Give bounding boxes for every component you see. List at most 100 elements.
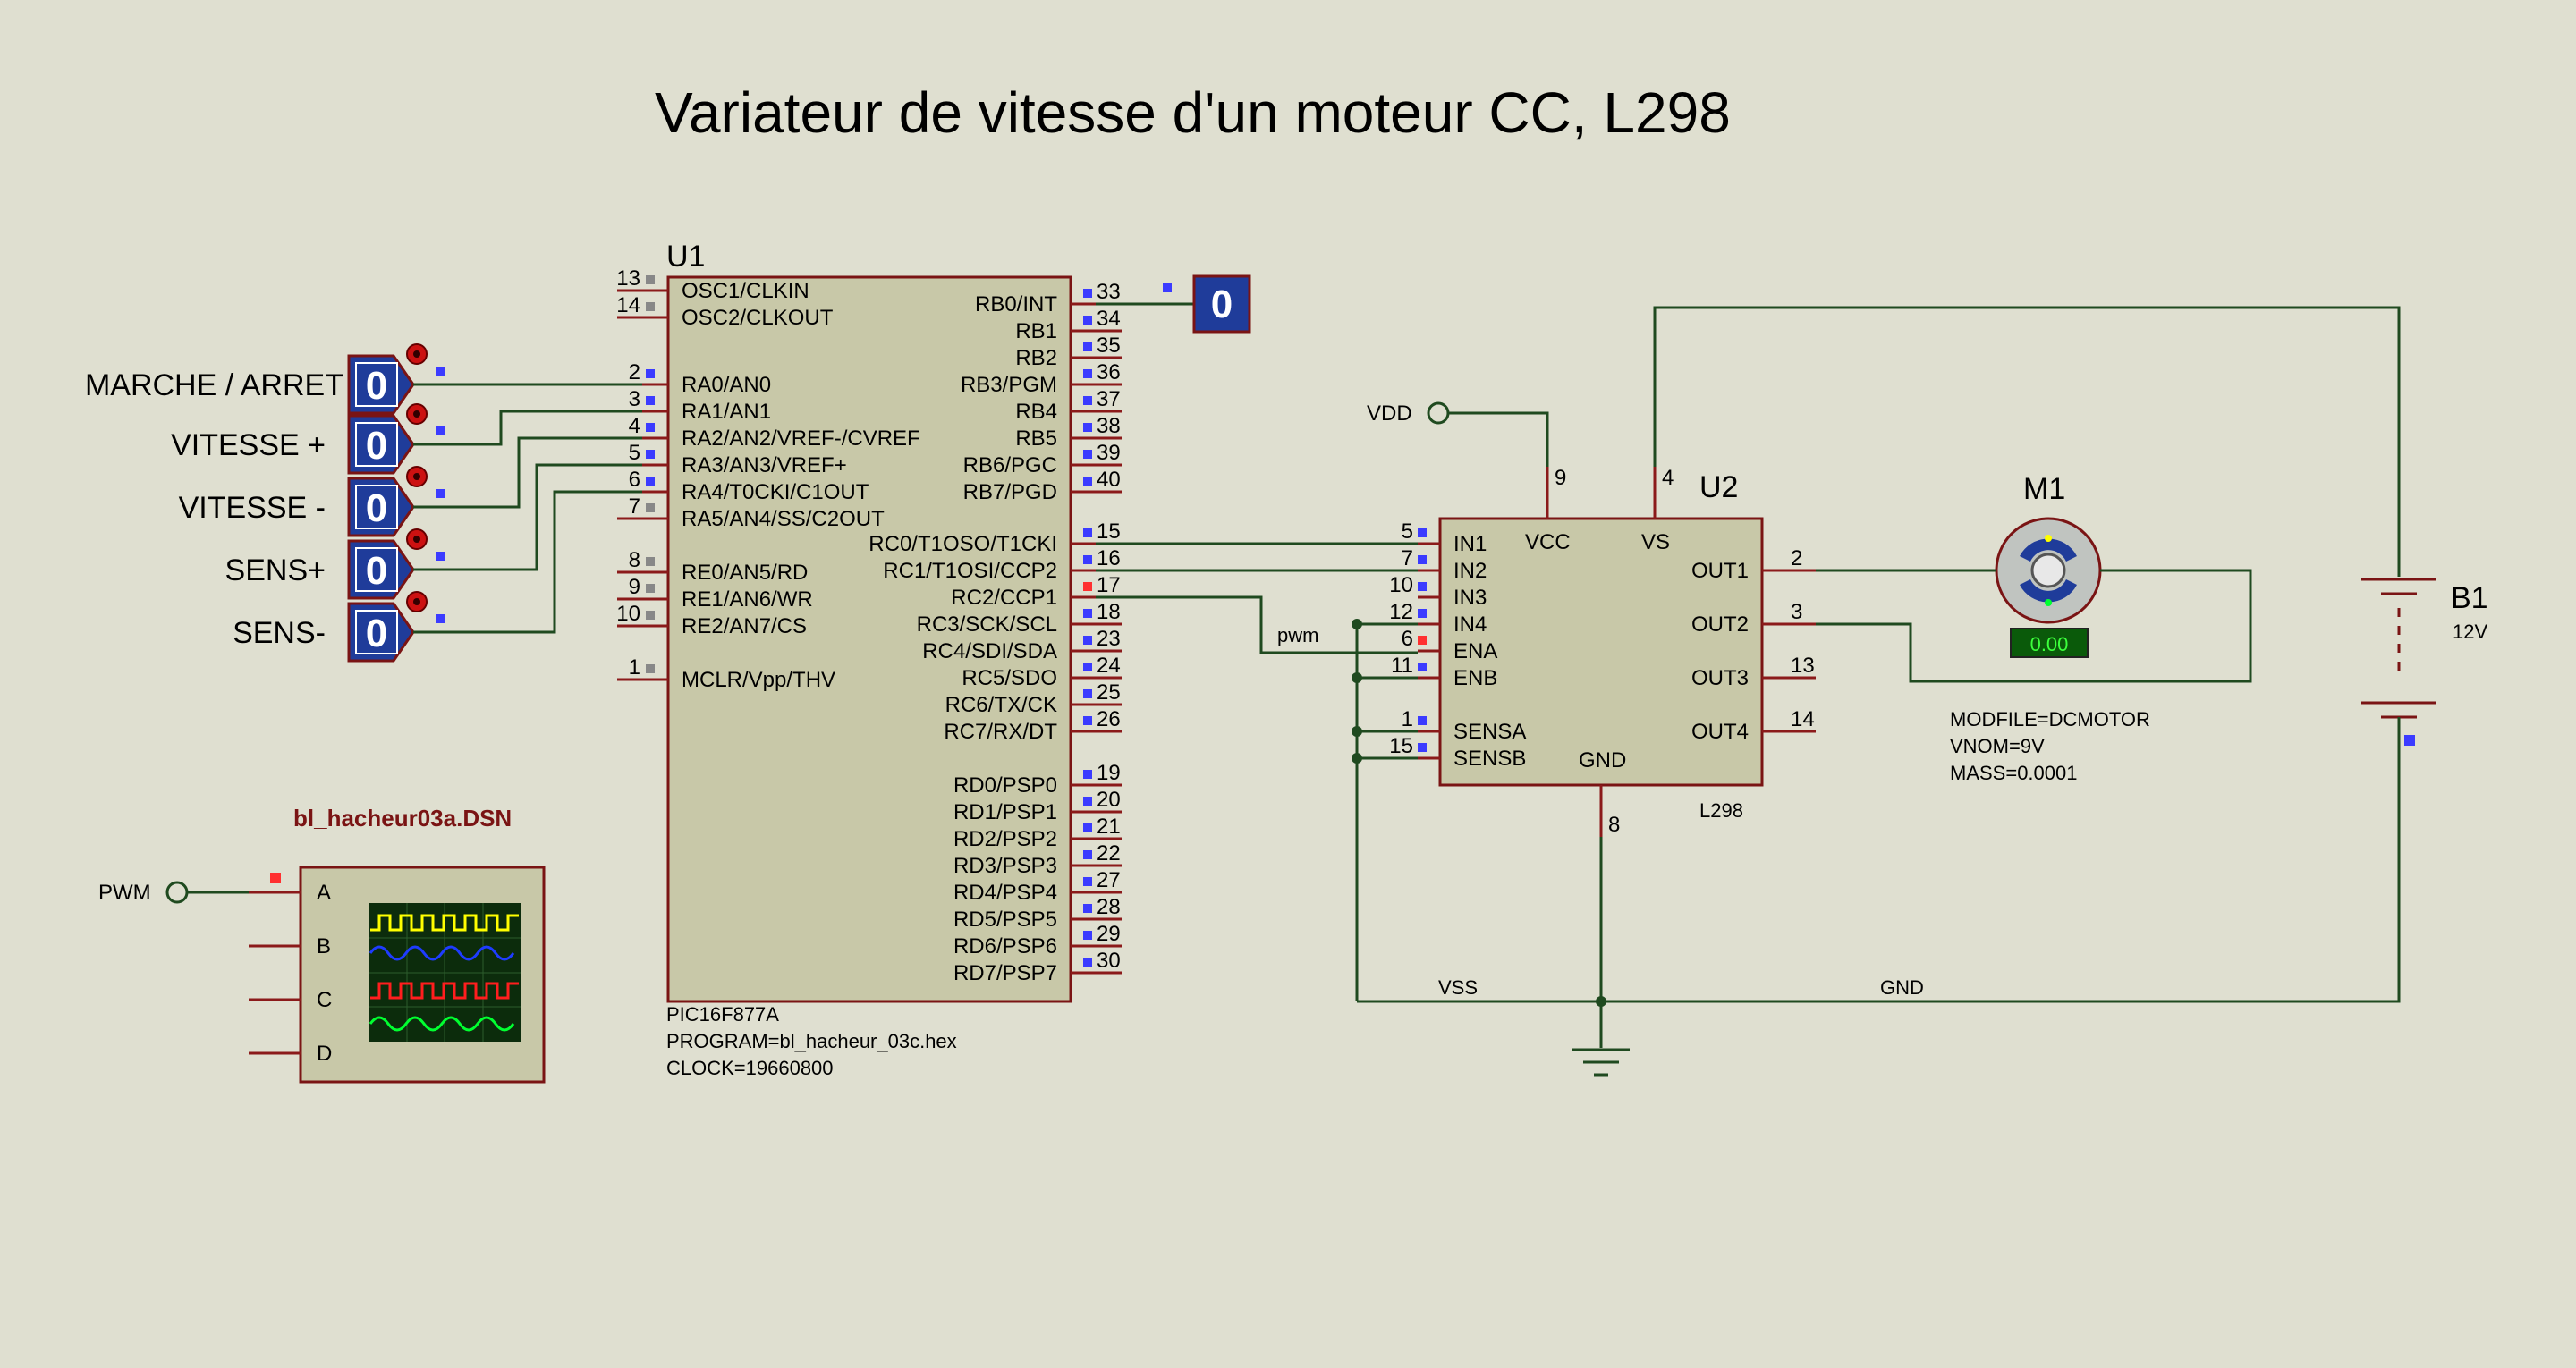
u2-pin-number: 6 <box>1402 627 1413 651</box>
scope-channel-label: A <box>317 881 331 905</box>
u2-pin-number: 7 <box>1402 546 1413 570</box>
u1-pin-label: RA2/AN2/VREF-/CVREF <box>682 426 920 451</box>
battery-b1[interactable]: B1 12V <box>2361 578 2488 746</box>
battery-value: 12V <box>2453 621 2487 643</box>
u1-pin-label: RD1/PSP1 <box>953 800 1057 824</box>
u1-pin-number: 35 <box>1097 334 1121 358</box>
motor-property: VNOM=9V <box>1950 735 2045 757</box>
u1-pin-number: 26 <box>1097 707 1121 731</box>
pwm-net-label: pwm <box>1277 624 1318 646</box>
switch-value: 0 <box>366 364 387 408</box>
u1-pin-number: 5 <box>629 441 640 465</box>
u2-pin-label: IN1 <box>1453 532 1487 556</box>
vdd-label: VDD <box>1367 401 1412 426</box>
gnd-net-label: GND <box>1880 976 1924 999</box>
u2-part-name: L298 <box>1699 799 1743 822</box>
u1-pin-label: MCLR/Vpp/THV <box>682 668 835 692</box>
vs-supply-wire <box>1653 306 2401 577</box>
u1-pin-label: RB7/PGD <box>963 480 1057 504</box>
u1-pin-number: 27 <box>1097 868 1121 892</box>
u2-pin-number: 5 <box>1402 519 1413 544</box>
u1-pin-number: 37 <box>1097 387 1121 411</box>
u1-pin-label: RD0/PSP0 <box>953 773 1057 798</box>
u1-pin-number: 24 <box>1097 654 1121 678</box>
switch-label: MARCHE / ARRET <box>85 368 343 402</box>
u1-microcontroller[interactable]: U1 PIC16F877A PROGRAM=bl_hacheur_03c.hex… <box>616 240 1122 1079</box>
u1-pin-number: 4 <box>629 414 640 438</box>
u2-l298-driver[interactable]: U2 L298 5IN17IN210IN312IN46ENA11ENB1SENS… <box>1389 466 1816 837</box>
u2-pin-label: IN2 <box>1453 559 1487 583</box>
u1-pin-label: RC4/SDI/SDA <box>922 639 1057 663</box>
u1-pin-number: 15 <box>1097 519 1121 544</box>
u2-pin-label: GND <box>1579 748 1626 773</box>
u1-pin-number: 29 <box>1097 922 1121 946</box>
u1-pin-number: 28 <box>1097 895 1121 919</box>
u1-pin-label: RC6/TX/CK <box>945 693 1057 717</box>
u1-pin-number: 25 <box>1097 680 1121 705</box>
u1-pin-label: RA5/AN4/SS/C2OUT <box>682 507 885 531</box>
u1-left-pins: 13OSC1/CLKIN14OSC2/CLKOUT2RA0/AN03RA1/AN… <box>616 266 919 692</box>
u1-pin-label: RD2/PSP2 <box>953 827 1057 851</box>
dc-motor-m1[interactable]: M1 0.00 MODFILE=DCMOTOR VNOM=9V MASS=0.0… <box>1950 472 2150 784</box>
u2-pin-number: 4 <box>1662 466 1674 490</box>
u1-pin-number: 39 <box>1097 441 1121 465</box>
u1-pin-label: RC1/T1OSI/CCP2 <box>883 559 1057 583</box>
battery-reference: B1 <box>2451 581 2488 615</box>
u1-right-pins: 33RB0/INT34RB135RB236RB3/PGM37RB438RB539… <box>869 280 1122 985</box>
u1-pin-number: 1 <box>629 655 640 680</box>
scope-title: bl_hacheur03a.DSN <box>293 805 512 832</box>
u1-pin-label: RD3/PSP3 <box>953 854 1057 878</box>
u2-pin-number: 3 <box>1791 600 1802 624</box>
scope-trace-d <box>369 1016 515 1032</box>
page-title: Variateur de vitesse d'un moteur CC, L29… <box>655 80 1731 145</box>
u2-pin-label: VS <box>1641 530 1670 554</box>
u2-pin-label: OUT2 <box>1691 612 1749 637</box>
u1-pin-label: RA4/T0CKI/C1OUT <box>682 480 869 504</box>
u1-reference: U1 <box>666 240 705 274</box>
logic-probe-rb0: 0 <box>1096 274 1251 334</box>
u1-pin-label: RD5/PSP5 <box>953 908 1057 932</box>
u1-pin-number: 23 <box>1097 627 1121 651</box>
switch-value: 0 <box>366 549 387 593</box>
oscilloscope[interactable]: bl_hacheur03a.DSN A B C D PWM <box>98 805 546 1084</box>
u1-pin-number: 36 <box>1097 360 1121 384</box>
u1-pin-number: 21 <box>1097 815 1121 839</box>
u1-pin-label: RE1/AN6/WR <box>682 587 813 612</box>
u1-part-name: PIC16F877A <box>666 1003 779 1026</box>
u1-pin-number: 2 <box>629 360 640 384</box>
u1-pin-number: 9 <box>629 575 640 599</box>
u2-pin-label: IN3 <box>1453 586 1487 610</box>
pwm-terminal-label: PWM <box>98 881 151 905</box>
u2-pin-number: 10 <box>1389 573 1413 597</box>
switch-value: 0 <box>366 486 387 530</box>
u1-pin-number: 18 <box>1097 600 1121 624</box>
switch-value: 0 <box>366 612 387 655</box>
scope-trace-b <box>369 945 515 961</box>
scope-channel-label: D <box>317 1042 332 1066</box>
u1-clock-property: CLOCK=19660800 <box>666 1057 834 1079</box>
u2-pin-number: 15 <box>1389 734 1413 758</box>
u1-pin-number: 3 <box>629 387 640 411</box>
u1-pin-number: 8 <box>629 548 640 572</box>
u1-pin-number: 14 <box>616 293 640 317</box>
motor-speed-readout: 0.00 <box>2030 633 2069 655</box>
u2-pin-number: 2 <box>1791 546 1802 570</box>
pic-to-l298-wires: pwm <box>1096 542 1418 1001</box>
logic-switch[interactable]: 0 MARCHE / ARRET <box>85 343 467 415</box>
u1-pin-number: 19 <box>1097 761 1121 785</box>
motor-wires <box>1816 569 2252 683</box>
u1-pin-label: OSC2/CLKOUT <box>682 306 834 330</box>
u1-pin-label: RB4 <box>1015 400 1057 424</box>
u1-pin-label: RC7/RX/DT <box>944 720 1057 744</box>
ground-return-wire <box>1357 717 2401 1003</box>
u1-pin-number: 7 <box>629 494 640 519</box>
u2-pin-number: 13 <box>1791 654 1815 678</box>
u2-pin-number: 8 <box>1608 813 1620 837</box>
vdd-terminal: VDD <box>1367 401 1549 467</box>
u1-pin-label: RB1 <box>1015 319 1057 343</box>
